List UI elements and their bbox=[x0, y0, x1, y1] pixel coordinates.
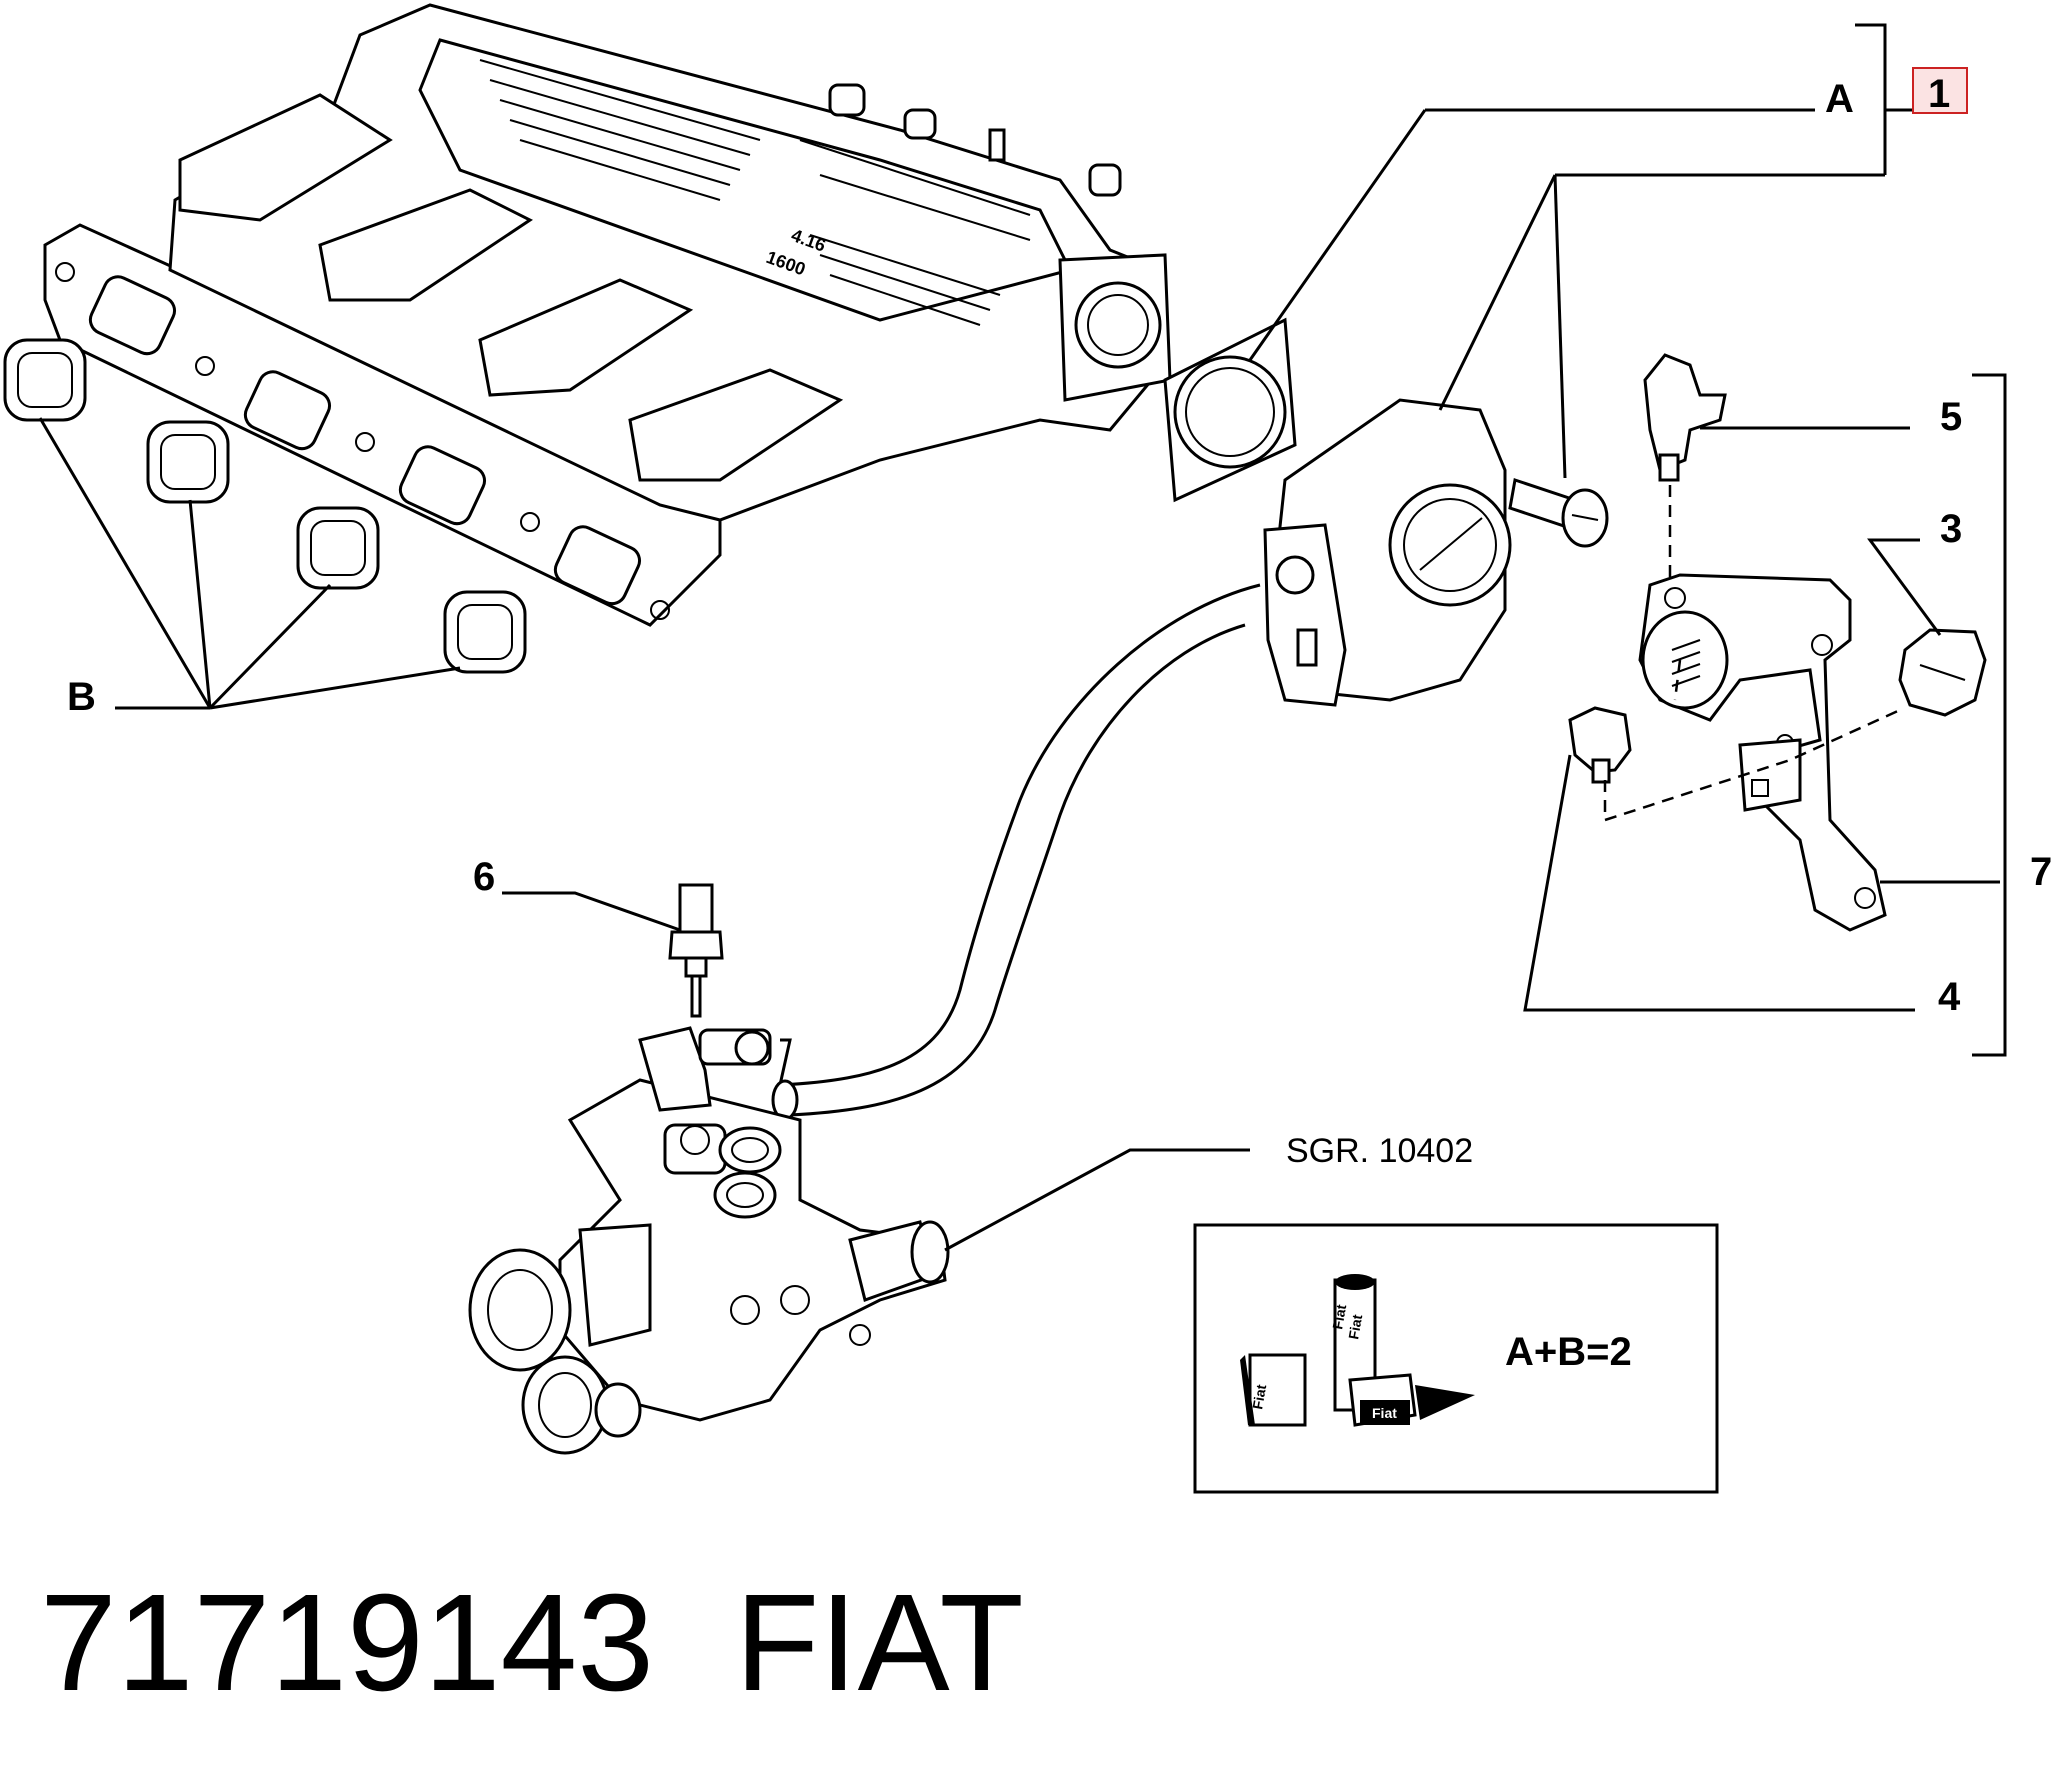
thermostat-housing bbox=[468, 1026, 950, 1455]
kit-logo-text-3: Fiat bbox=[1249, 1383, 1269, 1411]
label-4: 4 bbox=[1938, 975, 1961, 1019]
label-6: 6 bbox=[473, 855, 495, 899]
throttle-body bbox=[1263, 398, 1512, 707]
throttle-gasket bbox=[1163, 317, 1297, 503]
reference-label: SGR. 10402 bbox=[1286, 1132, 1473, 1170]
kit-box: Fiat Fiat Fiat Fiat A+B=2 bbox=[1193, 1223, 1719, 1494]
label-B: B bbox=[67, 675, 96, 719]
clip-5 bbox=[1643, 353, 1727, 482]
highlight-box-1 bbox=[1912, 67, 1968, 114]
label-3: 3 bbox=[1940, 507, 1962, 551]
gasket-kit-icon: Fiat Fiat Fiat Fiat bbox=[1240, 1274, 1475, 1427]
brand-name: FIAT bbox=[735, 1566, 1024, 1720]
assembly-guide-lines bbox=[1603, 485, 1901, 822]
label-A: A bbox=[1825, 77, 1854, 121]
kit-formula: A+B=2 bbox=[1505, 1330, 1632, 1374]
label-5: 5 bbox=[1940, 395, 1962, 439]
coolant-hose bbox=[778, 583, 1261, 1087]
leader-lines bbox=[38, 23, 2007, 1252]
bracket-assembly bbox=[1638, 573, 1887, 932]
temperature-sensor bbox=[668, 883, 724, 1018]
mounting-screw bbox=[1508, 478, 1609, 548]
port-gaskets bbox=[3, 338, 527, 674]
kit-logo-text-1: Fiat bbox=[1329, 1303, 1349, 1331]
coolant-hose-outline bbox=[789, 623, 1246, 1117]
kit-logo-text-2: Fiat bbox=[1345, 1313, 1365, 1341]
label-7: 7 bbox=[2030, 850, 2052, 894]
clip-4 bbox=[1568, 706, 1632, 784]
intake-manifold: 4.16 1600 bbox=[43, 3, 1172, 627]
clip-3 bbox=[1898, 628, 1987, 717]
part-number: 71719143 bbox=[40, 1566, 654, 1720]
label-1: 1 bbox=[1928, 72, 1950, 116]
kit-logo-text-4: Fiat bbox=[1372, 1405, 1397, 1421]
